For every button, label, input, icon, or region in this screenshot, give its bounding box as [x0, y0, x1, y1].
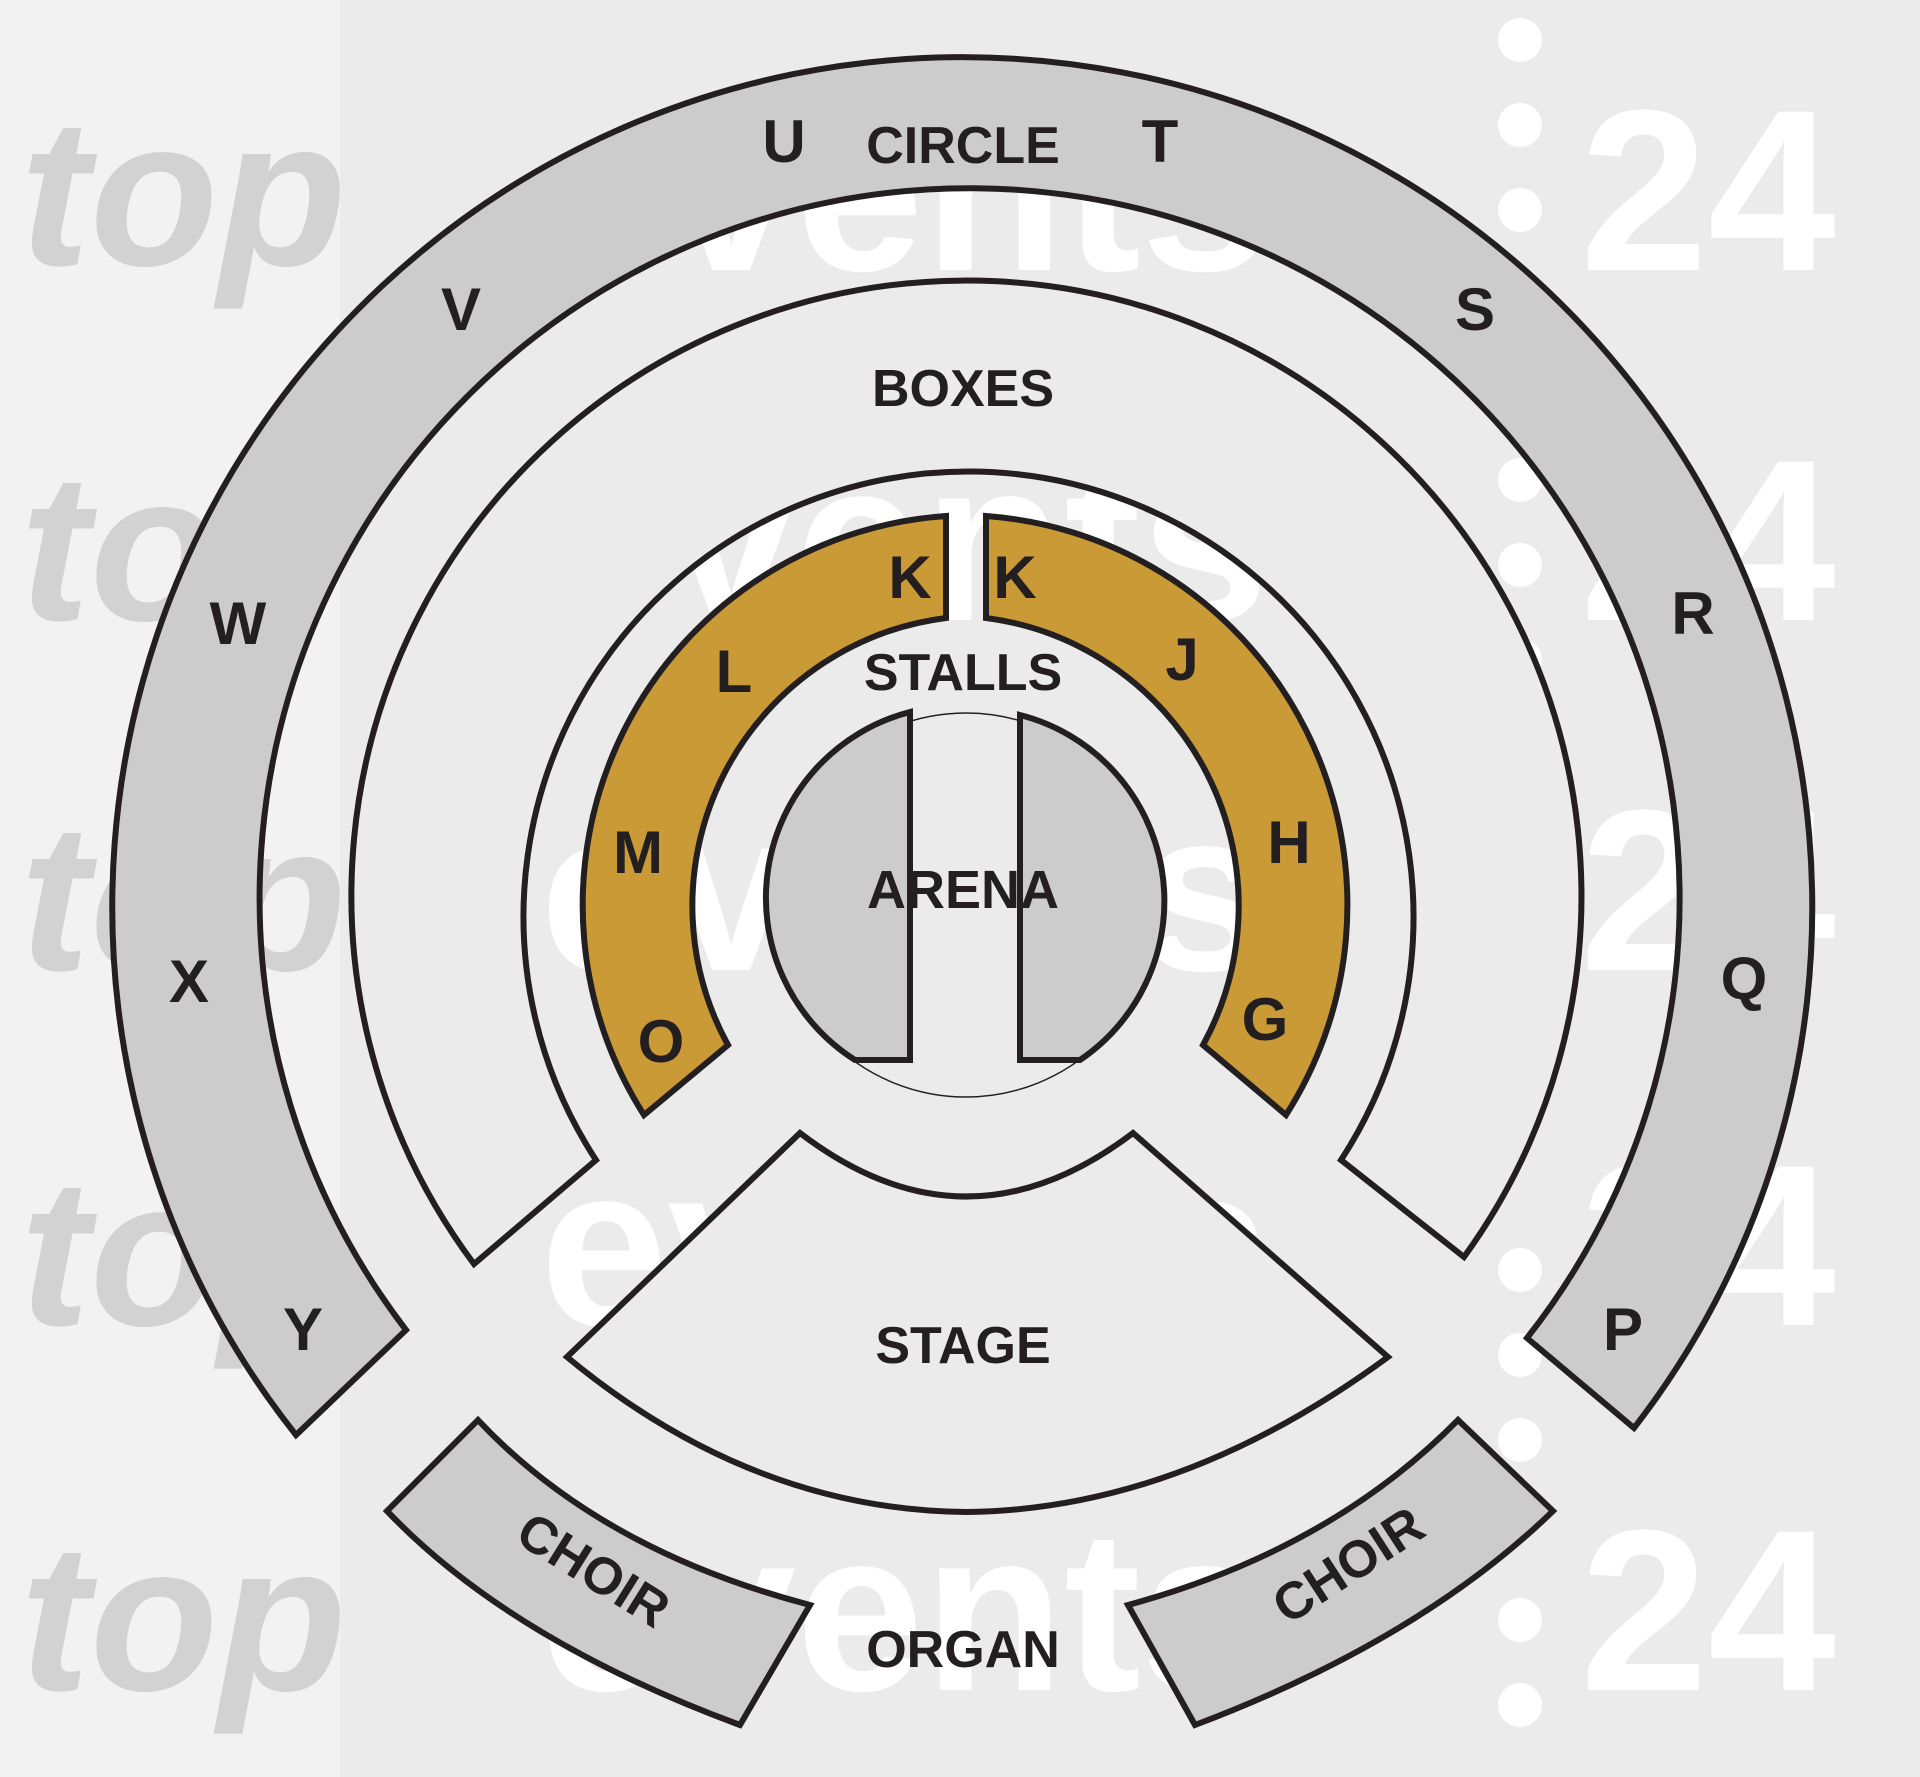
stage-area — [562, 1129, 1393, 1516]
circle-block-labels: U T V S W R X Q Y P — [169, 108, 1767, 1363]
watermark-number: 24 — [1580, 62, 1836, 319]
stalls-label: STALLS — [864, 644, 1062, 702]
block-label-h[interactable]: H — [1267, 809, 1310, 876]
block-label-q[interactable]: Q — [1721, 945, 1768, 1012]
block-label-t[interactable]: T — [1142, 108, 1179, 175]
block-label-u[interactable]: U — [762, 108, 805, 175]
block-label-m[interactable]: M — [613, 819, 663, 886]
block-label-r[interactable]: R — [1671, 580, 1714, 647]
block-label-j[interactable]: J — [1165, 626, 1198, 693]
block-label-k-left[interactable]: K — [888, 544, 931, 611]
block-label-s[interactable]: S — [1455, 276, 1495, 343]
block-label-k-right[interactable]: K — [993, 544, 1036, 611]
arena-right-section[interactable] — [1017, 711, 1168, 1063]
block-label-v[interactable]: V — [441, 276, 481, 343]
block-label-w[interactable]: W — [210, 590, 267, 657]
block-label-p[interactable]: P — [1603, 1296, 1643, 1363]
boxes-section[interactable] — [348, 277, 1585, 1269]
block-label-y[interactable]: Y — [283, 1296, 323, 1363]
choir-right-section[interactable] — [1123, 1415, 1558, 1729]
watermark-top: top — [20, 1500, 346, 1735]
arena-label: ARENA — [867, 860, 1059, 920]
stalls-right-section[interactable] — [983, 512, 1351, 1120]
block-label-o[interactable]: O — [638, 1008, 685, 1075]
block-label-g[interactable]: G — [1242, 986, 1289, 1053]
arena-left-section[interactable] — [762, 708, 913, 1063]
boxes-label: BOXES — [872, 360, 1054, 418]
watermark-number: 24 — [1580, 1482, 1836, 1739]
circle-label: CIRCLE — [866, 117, 1060, 175]
stalls-block-labels: K K L J M H O G — [613, 544, 1311, 1075]
choir-left-section[interactable] — [382, 1415, 815, 1729]
organ-label: ORGAN — [866, 1621, 1060, 1679]
block-label-l[interactable]: L — [716, 638, 753, 705]
circle-section[interactable] — [109, 54, 1816, 1440]
stage-label: STAGE — [875, 1317, 1050, 1375]
watermark-top: top — [20, 75, 346, 310]
stalls-left-section[interactable] — [579, 512, 949, 1120]
block-label-x[interactable]: X — [169, 948, 209, 1015]
